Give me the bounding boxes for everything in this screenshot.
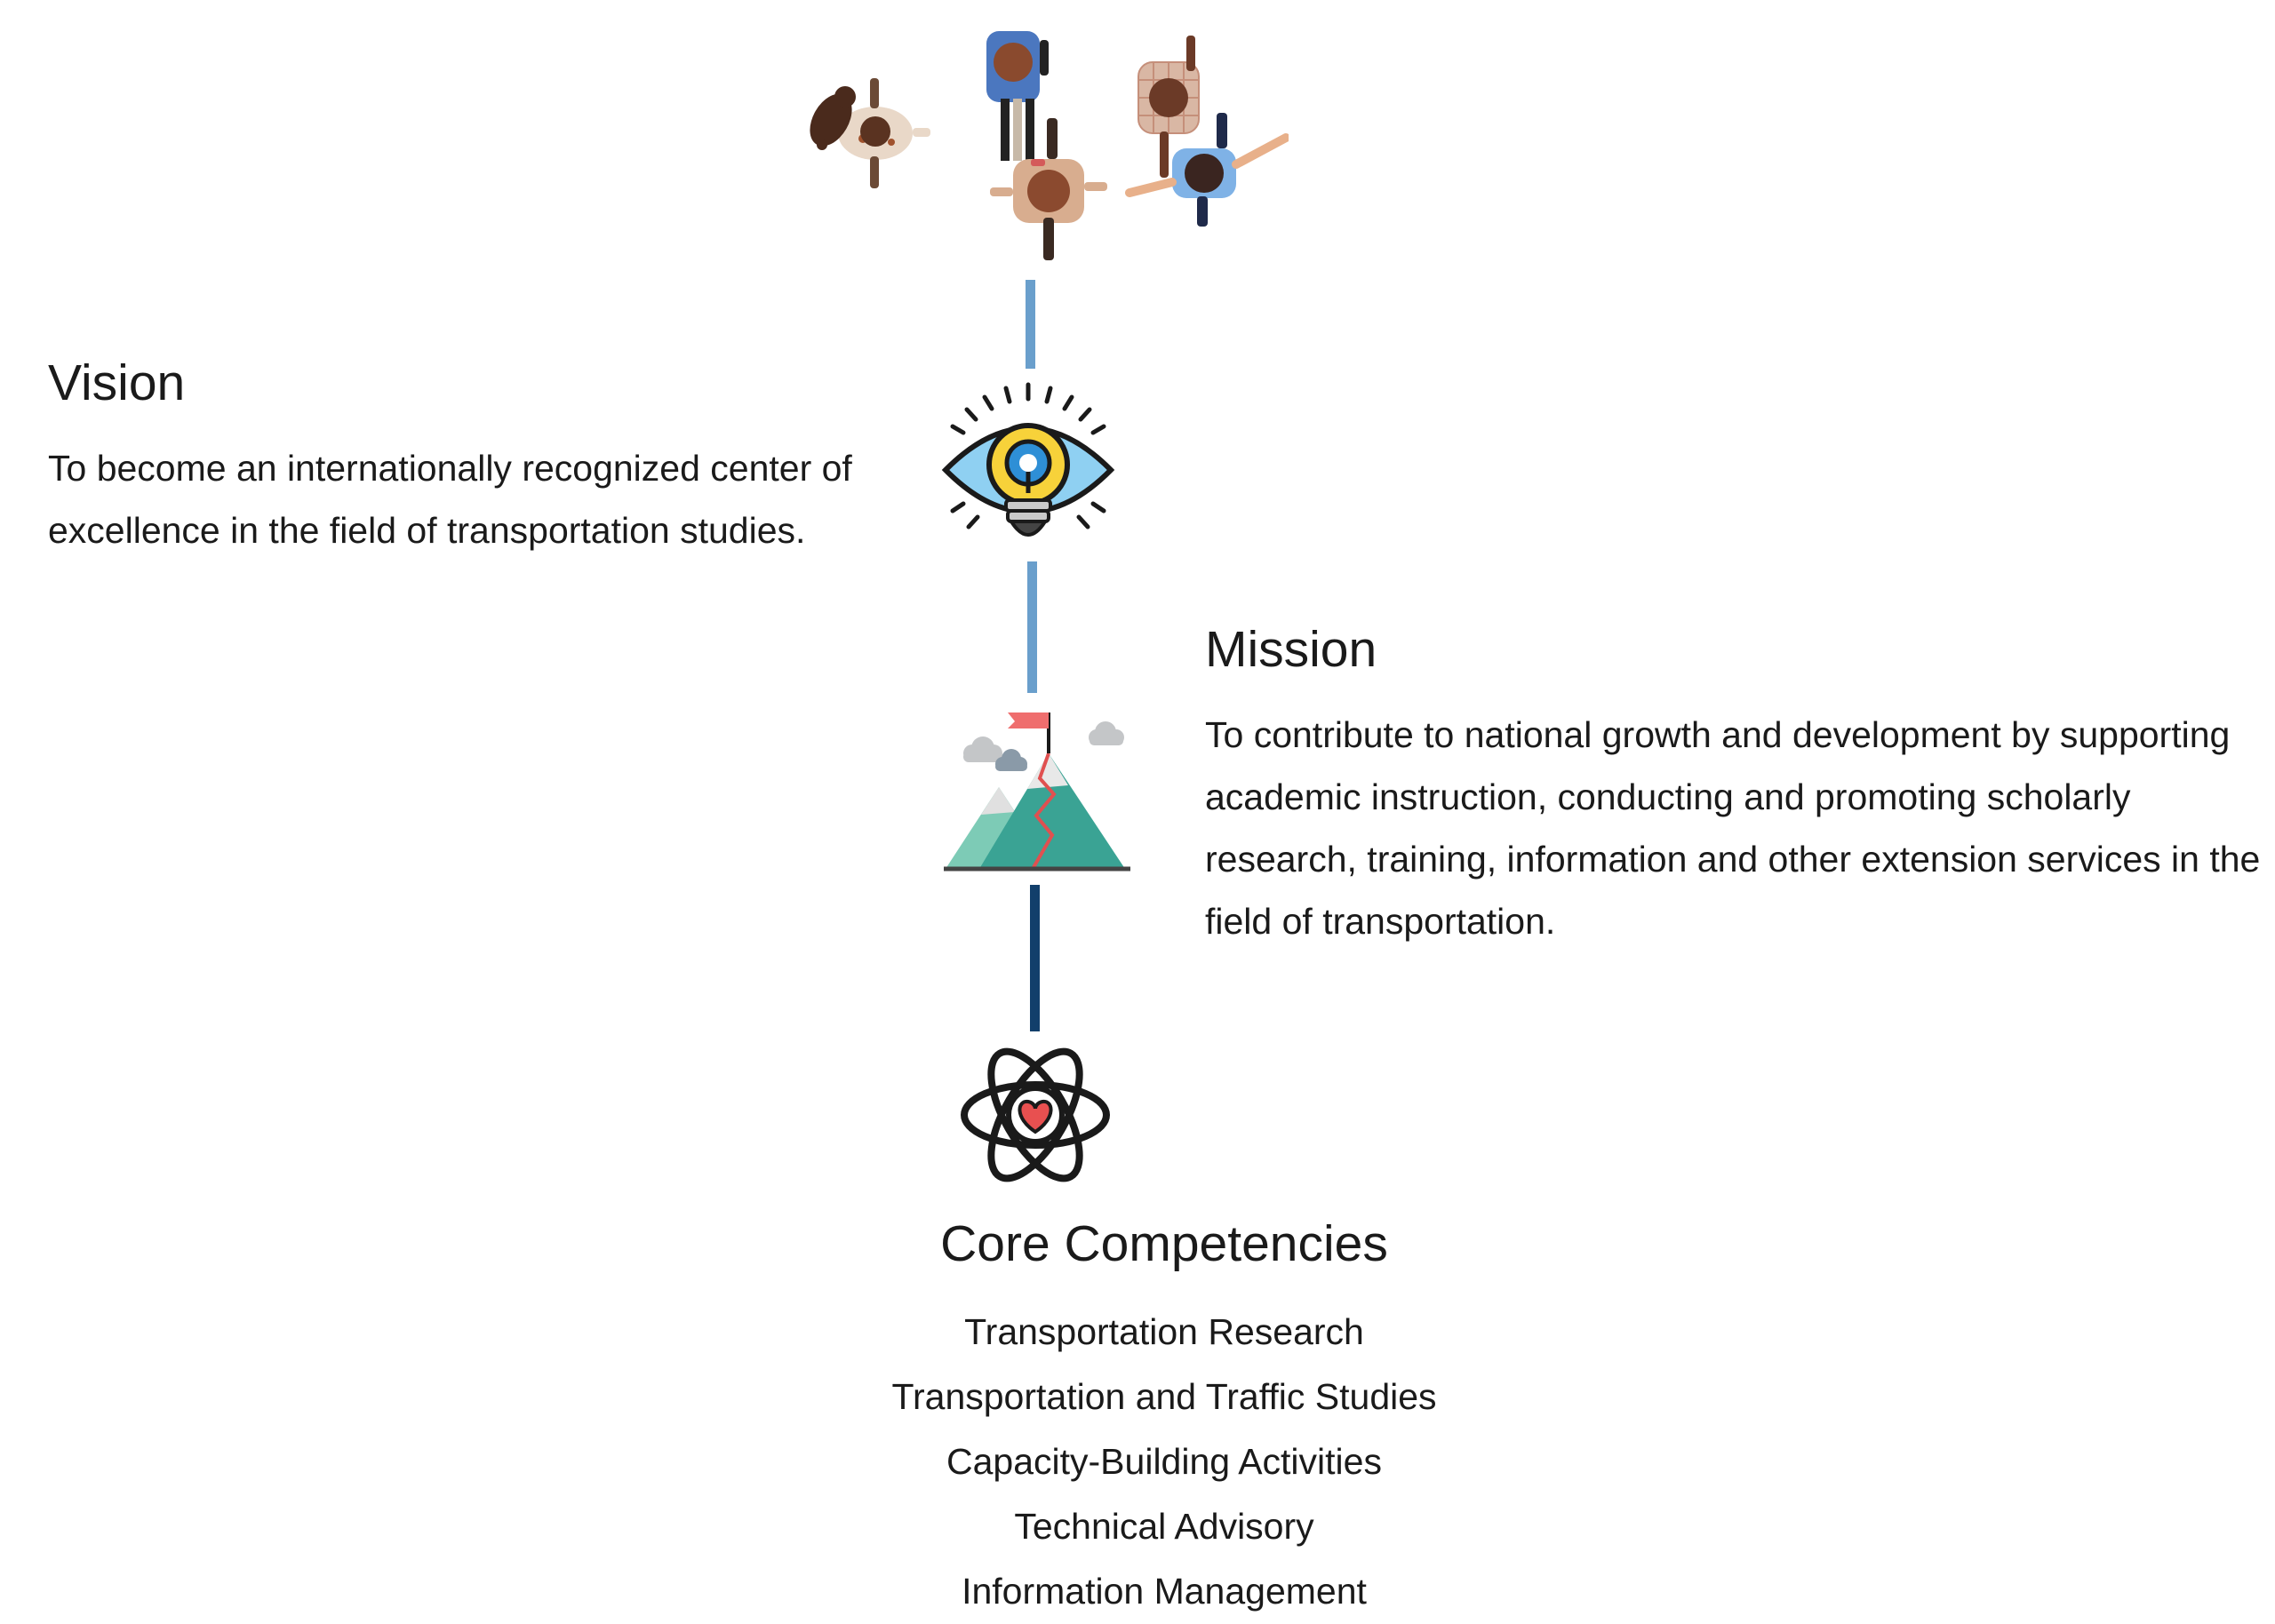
core-competencies-heading: Core Competencies	[940, 1215, 1388, 1272]
list-item: Transportation and Traffic Studies	[891, 1376, 1437, 1417]
list-item: Transportation Research	[964, 1311, 1364, 1352]
mission-text: To contribute to national growth and dev…	[1205, 714, 2261, 942]
list-item: Capacity-Building Activities	[946, 1441, 1382, 1482]
mission-heading: Mission	[1205, 621, 1377, 678]
connector-line	[1026, 280, 1035, 369]
list-item: Information Management	[962, 1571, 1367, 1612]
people-top-view-icon	[810, 31, 1289, 260]
vision-heading: Vision	[48, 354, 186, 411]
core-competencies-list: Transportation Research Transportation a…	[675, 1300, 1653, 1624]
mountain-flag-icon	[944, 712, 1130, 872]
atom-heart-icon	[961, 1047, 1110, 1182]
list-item: Technical Advisory	[1014, 1506, 1314, 1547]
connector-line	[1030, 885, 1040, 1031]
vision-text: To become an internationally recognized …	[48, 448, 852, 551]
connector-line	[1027, 561, 1037, 693]
eye-lightbulb-icon	[941, 382, 1115, 537]
